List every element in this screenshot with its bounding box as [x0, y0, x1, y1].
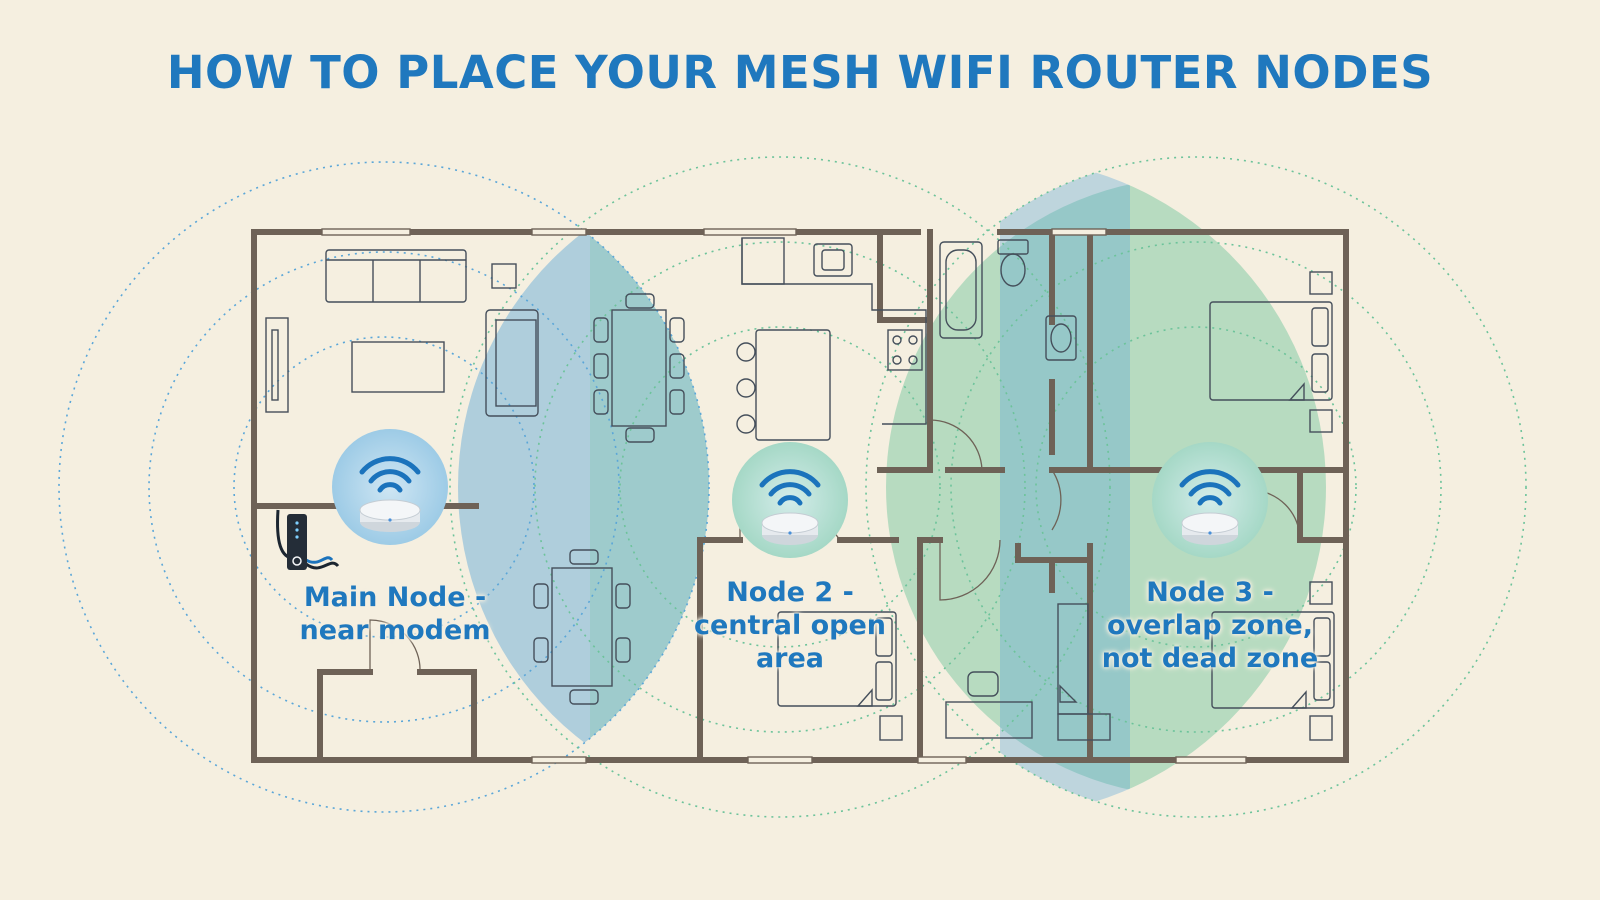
tv-stand — [265, 317, 289, 413]
side-table — [491, 263, 517, 289]
sink — [1045, 315, 1077, 361]
nightstand — [1309, 409, 1333, 433]
node3-label-line-1: Node 3 - — [1146, 577, 1274, 608]
main-node-label: Main Node - near modem — [290, 581, 500, 647]
wifi-router-icon — [359, 499, 421, 532]
bed-2 — [777, 611, 897, 707]
bathtub — [939, 241, 983, 339]
node2-coverage-rings — [449, 156, 1111, 818]
node2-label-line-2: central open — [693, 610, 887, 641]
nightstand — [1309, 715, 1333, 741]
wifi-waves-icon — [759, 469, 821, 506]
modem-icon — [276, 509, 340, 570]
dining-table-top — [593, 293, 685, 443]
node3-label: Node 3 - overlap zone, not dead zone — [1090, 576, 1330, 675]
armchair — [485, 309, 539, 417]
coverage-rings — [58, 156, 1527, 818]
node3-router — [1152, 442, 1268, 558]
furniture — [265, 237, 1335, 741]
node2-label-line-3: area — [755, 643, 825, 674]
closet — [1057, 603, 1111, 741]
node2-label: Node 2 - central open area — [680, 576, 900, 675]
kitchen-island — [736, 329, 831, 441]
node2-router — [732, 442, 848, 558]
wifi-waves-icon — [1179, 469, 1241, 506]
main-node-label-line-1: Main Node - — [303, 582, 487, 613]
bed-3 — [1211, 611, 1335, 709]
wifi-router-icon — [761, 512, 819, 545]
page-title: HOW TO PLACE YOUR MESH WIFI ROUTER NODES — [166, 46, 1434, 99]
windows — [321, 228, 1247, 764]
kitchen-counter — [741, 237, 927, 425]
main-node-label-line-2: near modem — [299, 615, 491, 646]
node3-coverage-rings — [865, 156, 1527, 818]
sofa — [325, 249, 467, 303]
nightstand — [1309, 271, 1333, 295]
coffee-table — [351, 341, 445, 393]
node3-label-line-2: overlap zone, — [1106, 610, 1314, 641]
node2-label-line-1: Node 2 - — [726, 577, 854, 608]
bed-1 — [1209, 301, 1333, 401]
main-node-coverage-rings — [58, 161, 710, 813]
stove — [887, 329, 923, 371]
dining-table-bottom — [533, 549, 631, 705]
nightstand — [1309, 581, 1333, 605]
wifi-waves-icon — [359, 456, 421, 493]
desk — [945, 671, 1033, 739]
node3-label-line-3: not dead zone — [1101, 643, 1319, 674]
main-node-router — [332, 429, 448, 545]
toilet — [997, 239, 1029, 287]
wifi-router-icon — [1181, 512, 1239, 545]
nightstand — [879, 715, 903, 741]
